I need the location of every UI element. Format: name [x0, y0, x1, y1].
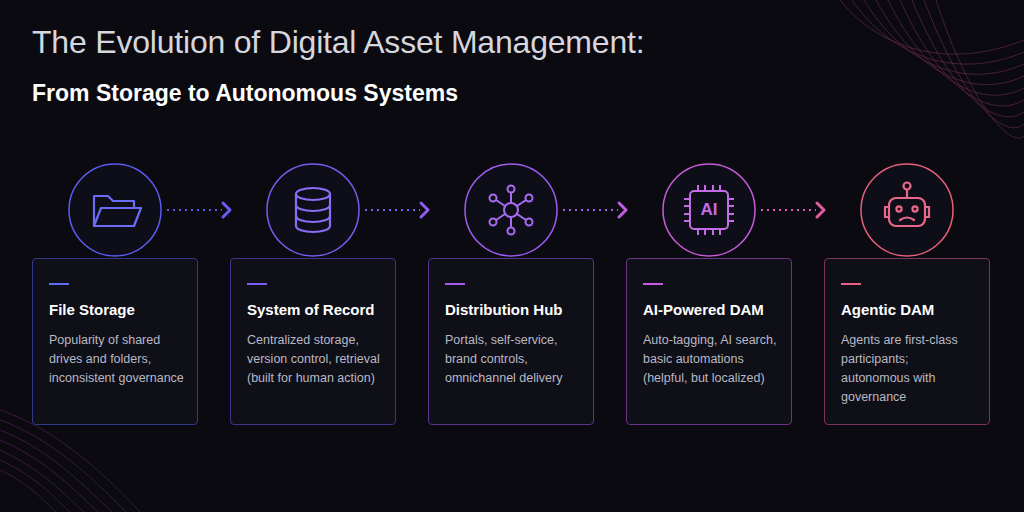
- stage-card: File StoragePopularity of shared drives …: [32, 258, 198, 425]
- stage-description: Agents are first-class participants; aut…: [841, 331, 979, 407]
- stage-description: Centralized storage, version control, re…: [247, 331, 385, 388]
- stage-heading: Agentic DAM: [841, 301, 979, 318]
- network-icon: [490, 186, 533, 235]
- chip-label: AI: [690, 191, 728, 229]
- accent-bar: [445, 283, 465, 285]
- stage-description: Portals, self-service, brand controls, o…: [445, 331, 583, 388]
- stage-description: Auto-tagging, AI search, basic automatio…: [643, 331, 781, 388]
- contour-lines: [840, 0, 1024, 138]
- stage-heading: AI-Powered DAM: [643, 301, 781, 318]
- stage-card: Distribution HubPortals, self-service, b…: [428, 258, 594, 425]
- diagram-subtitle: From Storage to Autonomous Systems: [32, 80, 458, 107]
- stage-heading: File Storage: [49, 301, 187, 318]
- stage-description: Popularity of shared drives and folders,…: [49, 331, 187, 388]
- stage-card: System of RecordCentralized storage, ver…: [230, 258, 396, 425]
- stage-card: AI-Powered DAM Auto-tagging, AI search, b…: [626, 258, 792, 425]
- stage-heading: System of Record: [247, 301, 385, 318]
- accent-bar: [643, 283, 663, 285]
- folder-icon: [94, 196, 141, 226]
- icon-circle: [69, 164, 953, 256]
- accent-bar: [841, 283, 861, 285]
- robot-icon: [885, 183, 929, 227]
- contour-lines: [0, 410, 140, 512]
- chip-icon: [684, 185, 734, 235]
- stage-heading: Distribution Hub: [445, 301, 583, 318]
- accent-bar: [247, 283, 267, 285]
- database-icon: [296, 188, 330, 232]
- diagram-title: The Evolution of Digital Asset Managemen…: [32, 24, 644, 61]
- accent-bar: [49, 283, 69, 285]
- stage-card: Agentic DAM Agents are first-class partic…: [824, 258, 990, 425]
